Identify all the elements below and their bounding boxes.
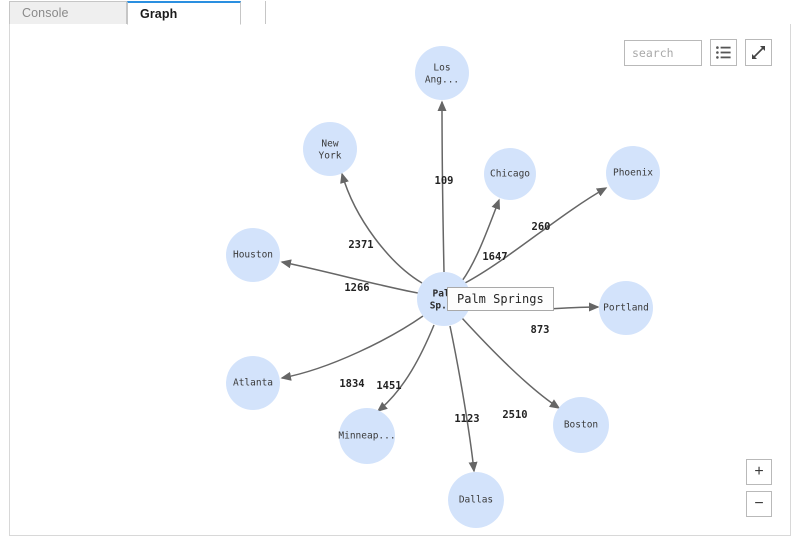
node-houston-circle[interactable] [226, 228, 280, 282]
fullscreen-button[interactable] [745, 39, 772, 66]
node-boston[interactable]: Boston [553, 397, 609, 453]
node-atlanta[interactable]: Atlanta [226, 356, 280, 410]
edge-label-phoenix: 260 [532, 221, 551, 233]
edge-palm-springs-new-york[interactable] [340, 172, 423, 284]
node-new-york-label-1: New [321, 139, 338, 150]
node-los-angeles-circle[interactable] [415, 46, 469, 100]
node-chicago-label: Chicago [490, 169, 530, 180]
tab-bar: Console Graph [9, 1, 791, 25]
edge-label-houston: 1266 [344, 282, 369, 294]
edge-label-portland: 873 [531, 324, 550, 336]
node-new-york-circle[interactable] [303, 122, 357, 176]
zoom-controls: + − [746, 459, 772, 517]
edge-label-chicago: 1647 [482, 251, 507, 263]
node-boston-label: Boston [564, 420, 598, 431]
tab-console-label: Console [22, 6, 69, 20]
search-input[interactable] [624, 39, 702, 66]
node-minneapolis[interactable]: Minneap... [338, 408, 396, 464]
node-palm-springs-label-1: Palm [433, 289, 456, 300]
node-dallas-circle[interactable] [448, 472, 504, 528]
node-portland-label: Portland [603, 303, 649, 314]
edge-label-los-angeles: 109 [435, 175, 454, 187]
node-palm-springs[interactable]: Palm Sp... [417, 272, 471, 326]
node-phoenix-circle[interactable] [606, 146, 660, 200]
edge-label-minneapolis: 1451 [376, 380, 401, 392]
zoom-out-button[interactable]: − [746, 491, 772, 517]
edge-label-boston: 2510 [502, 409, 527, 421]
node-palm-springs-circle[interactable] [417, 272, 471, 326]
node-new-york-label-2: York [319, 151, 342, 162]
node-minneapolis-circle[interactable] [339, 408, 395, 464]
edge-palm-springs-houston[interactable] [280, 259, 419, 294]
graph-toolbar [624, 39, 772, 66]
node-los-angeles[interactable]: Los Ang... [415, 46, 469, 100]
node-phoenix-label: Phoenix [613, 168, 653, 179]
node-tooltip: Palm Springs [447, 287, 554, 311]
node-houston[interactable]: Houston [226, 228, 280, 282]
node-los-angeles-label-2: Ang... [425, 75, 459, 86]
node-minneapolis-label: Minneap... [338, 431, 395, 442]
expand-arrows-icon [752, 46, 765, 59]
edge-palm-springs-atlanta[interactable] [280, 315, 424, 381]
node-los-angeles-label-1: Los [433, 63, 450, 74]
node-palm-springs-label-2: Sp... [430, 301, 459, 312]
tab-graph-label: Graph [140, 6, 178, 21]
tab-graph[interactable]: Graph [127, 1, 241, 25]
graph-nodes: Los Ang... New York Chicago Phoenix [226, 46, 660, 528]
node-chicago-circle[interactable] [484, 148, 536, 200]
node-chicago[interactable]: Chicago [484, 148, 536, 200]
list-icon [716, 46, 731, 59]
tab-console[interactable]: Console [9, 1, 127, 25]
edge-palm-springs-chicago[interactable] [461, 198, 501, 282]
edge-label-dallas: 1123 [454, 413, 479, 425]
edge-palm-springs-phoenix[interactable] [464, 187, 608, 284]
edge-label-atlanta: 1834 [339, 378, 364, 390]
graph-edge-labels: 109 2371 1647 260 1266 873 1834 1451 112… [339, 175, 550, 425]
node-atlanta-label: Atlanta [233, 378, 273, 389]
edge-label-new-york: 2371 [348, 239, 373, 251]
node-portland[interactable]: Portland [599, 281, 653, 335]
node-atlanta-circle[interactable] [226, 356, 280, 410]
node-phoenix[interactable]: Phoenix [606, 146, 660, 200]
node-dallas-label: Dallas [459, 495, 493, 506]
zoom-in-button[interactable]: + [746, 459, 772, 485]
node-boston-circle[interactable] [553, 397, 609, 453]
edge-palm-springs-minneapolis[interactable] [376, 324, 435, 412]
node-portland-circle[interactable] [599, 281, 653, 335]
edge-palm-springs-boston[interactable] [461, 317, 561, 409]
node-dallas[interactable]: Dallas [448, 472, 504, 528]
list-view-button[interactable] [710, 39, 737, 66]
tab-strip-filler [241, 1, 266, 25]
edge-palm-springs-los-angeles[interactable] [437, 100, 447, 273]
graph-visualization[interactable]: 109 2371 1647 260 1266 873 1834 1451 112… [10, 24, 791, 536]
graph-canvas[interactable]: 109 2371 1647 260 1266 873 1834 1451 112… [9, 24, 791, 536]
node-new-york[interactable]: New York [303, 122, 357, 176]
edge-palm-springs-dallas[interactable] [449, 325, 478, 473]
node-houston-label: Houston [233, 250, 273, 261]
